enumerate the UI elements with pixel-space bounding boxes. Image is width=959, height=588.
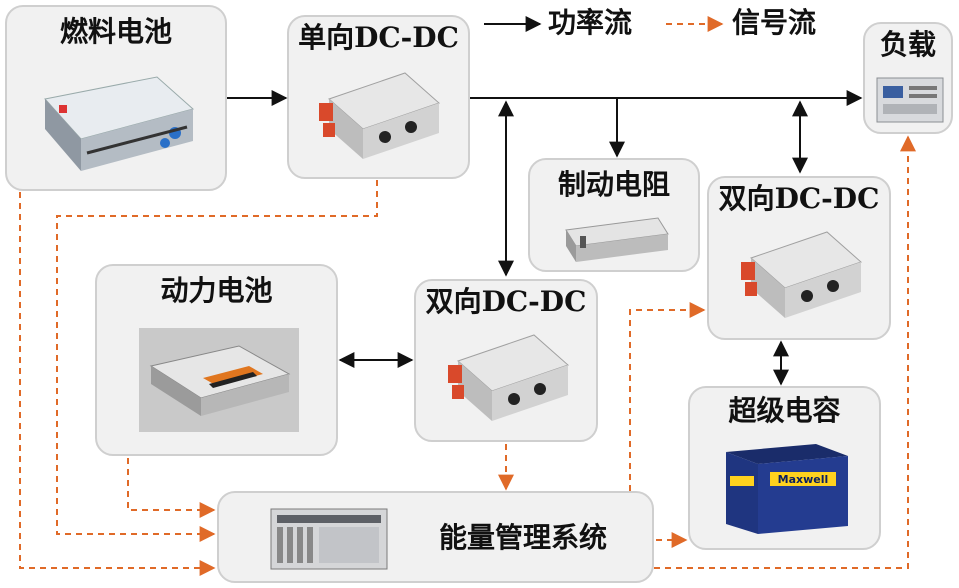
load-label: 负载 bbox=[879, 28, 936, 61]
load-image bbox=[876, 77, 944, 123]
power-battery-image bbox=[139, 328, 299, 432]
fuel-cell-image bbox=[44, 76, 195, 171]
supercapacitor-image: Maxwell bbox=[726, 444, 848, 534]
signal-dcdc-to-ems bbox=[56, 180, 378, 542]
signal-battery-to-ems bbox=[127, 458, 216, 518]
bidirectional-dcdc-middle-node: 双向DC-DC bbox=[414, 279, 598, 442]
power-battery-node: 动力电池 bbox=[95, 264, 338, 456]
supercapacitor-brand: Maxwell bbox=[778, 473, 829, 486]
load-node: 负载 bbox=[863, 22, 953, 134]
signal-ems-to-upper-dcdc bbox=[629, 302, 706, 491]
bidirectional-dcdc-middle-label: 双向DC-DC bbox=[425, 285, 587, 318]
fuel-cell-node: 燃料电池 bbox=[5, 5, 227, 191]
energy-management-system-node: 能量管理系统 bbox=[217, 491, 654, 583]
power-battery-label: 动力电池 bbox=[160, 274, 273, 307]
bidirectional-dcdc-upper-label: 双向DC-DC bbox=[718, 182, 880, 215]
supercapacitor-node: 超级电容 Maxwell bbox=[688, 386, 881, 550]
legend-signal-flow-label: 信号流 bbox=[732, 6, 817, 39]
brake-resistor-node: 制动电阻 bbox=[528, 158, 700, 272]
supercapacitor-label: 超级电容 bbox=[728, 394, 841, 427]
dcdc-image bbox=[319, 72, 440, 159]
unidirectional-dcdc-node: 单向DC-DC bbox=[287, 15, 470, 179]
brake-resistor-label: 制动电阻 bbox=[557, 168, 670, 201]
ems-image bbox=[270, 508, 388, 570]
signal-fuel-cell-to-ems bbox=[19, 192, 216, 576]
signal-ems-to-load bbox=[654, 135, 916, 569]
legend-power-flow-label: 功率流 bbox=[548, 6, 633, 39]
fuel-cell-label: 燃料电池 bbox=[59, 15, 172, 48]
brake-resistor-image bbox=[565, 217, 669, 262]
energy-management-system-label: 能量管理系统 bbox=[439, 521, 608, 554]
dcdc-image bbox=[448, 334, 569, 421]
dcdc-image bbox=[741, 231, 862, 318]
bidirectional-dcdc-upper-node: 双向DC-DC bbox=[707, 176, 891, 340]
unidirectional-dcdc-label: 单向DC-DC bbox=[298, 21, 459, 54]
